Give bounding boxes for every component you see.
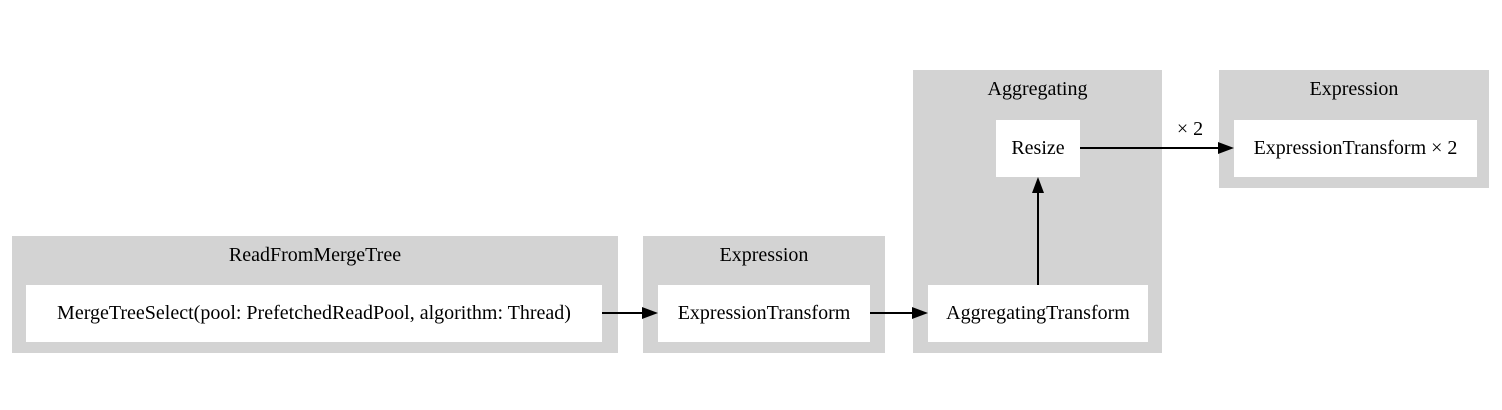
node-expression-transform-x2: ExpressionTransform × 2	[1234, 120, 1477, 177]
node-expression-transform-label: ExpressionTransform	[677, 302, 851, 324]
node-aggregating-transform: AggregatingTransform	[928, 285, 1148, 342]
edge-multiplier-label: × 2	[1176, 118, 1204, 140]
node-merge-tree-select-label: MergeTreeSelect(pool: PrefetchedReadPool…	[57, 302, 571, 324]
cluster-read-from-merge-tree: ReadFromMergeTree MergeTreeSelect(pool: …	[12, 236, 618, 353]
arrowhead-right-icon	[642, 307, 658, 319]
node-merge-tree-select: MergeTreeSelect(pool: PrefetchedReadPool…	[26, 285, 602, 342]
cluster-expression-1-label: Expression	[719, 244, 809, 266]
edge-aggregatingtransform-to-resize	[1037, 192, 1039, 285]
node-resize-label: Resize	[1011, 137, 1065, 159]
cluster-aggregating: Aggregating Resize AggregatingTransform	[913, 70, 1162, 353]
cluster-expression-2-label: Expression	[1309, 78, 1399, 100]
edge-mergetreeselect-to-expressiontransform	[602, 312, 643, 314]
cluster-aggregating-label: Aggregating	[987, 78, 1088, 100]
node-expression-transform: ExpressionTransform	[658, 285, 870, 342]
node-aggregating-transform-label: AggregatingTransform	[946, 302, 1130, 324]
arrowhead-right-icon	[1218, 142, 1234, 154]
edge-resize-to-expressiontransform-x2	[1080, 147, 1219, 149]
cluster-expression-2: Expression ExpressionTransform × 2	[1219, 70, 1489, 188]
cluster-expression-1: Expression ExpressionTransform	[643, 236, 885, 353]
cluster-read-from-merge-tree-label: ReadFromMergeTree	[228, 244, 402, 266]
node-resize: Resize	[996, 120, 1080, 177]
arrowhead-up-icon	[1032, 177, 1044, 193]
edge-expressiontransform-to-aggregatingtransform	[870, 312, 913, 314]
arrowhead-right-icon	[912, 307, 928, 319]
node-expression-transform-x2-label: ExpressionTransform × 2	[1253, 137, 1458, 159]
